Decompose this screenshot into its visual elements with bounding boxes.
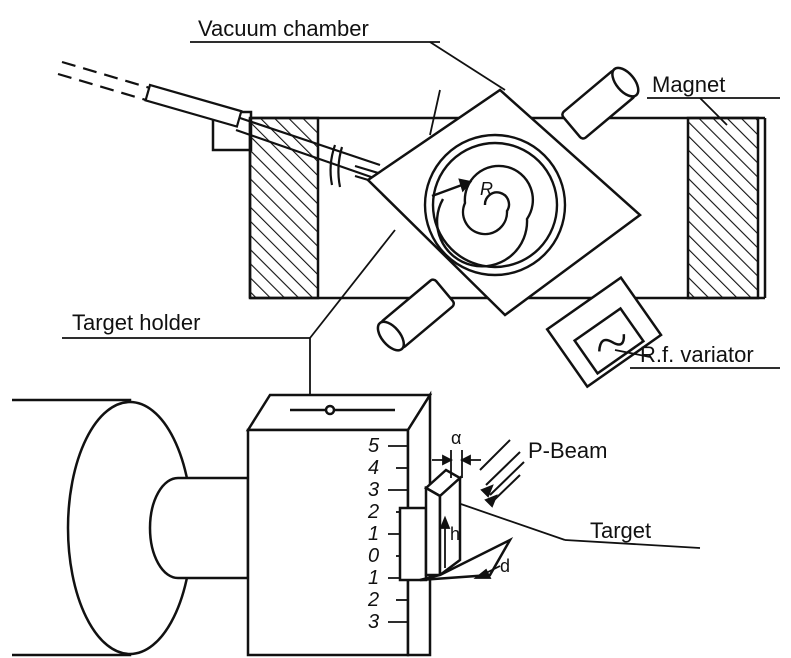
scale-tick-label: 0: [368, 545, 379, 567]
target-slide: [398, 506, 428, 582]
holder-scale: 5 4 3 2 1 0 1 2 3: [367, 435, 380, 633]
target-holder: [12, 390, 514, 657]
scale-tick-label: 2: [367, 589, 379, 611]
label-rf-variator: R.f. variator: [640, 342, 754, 367]
p-beam-arrows: [479, 439, 525, 508]
target-probe: [57, 60, 429, 200]
symbol-height: h: [450, 524, 460, 544]
scale-tick-label: 1: [368, 567, 379, 589]
scale-tick-label: 4: [368, 457, 379, 479]
scale-tick-label: 2: [367, 501, 379, 523]
target-base: [419, 537, 514, 582]
label-vacuum-chamber: Vacuum chamber: [198, 16, 369, 41]
scale-tick-label: 3: [368, 479, 379, 501]
rf-variator-box: [545, 275, 663, 389]
holder-block-top: [245, 393, 433, 432]
leader-lines: [62, 41, 780, 549]
scale-tick-label: 1: [368, 523, 379, 545]
chamber-body: [366, 88, 642, 317]
magnet-pole-right: [686, 116, 760, 300]
holder-block-front: [246, 428, 410, 657]
scale-tick-label: 3: [368, 611, 379, 633]
dimension-marks: [432, 450, 501, 579]
beam-spiral: [423, 133, 567, 277]
label-target: Target: [590, 518, 651, 543]
symbol-radius: R: [480, 179, 493, 199]
vacuum-chamber: [366, 66, 663, 389]
target-plate-front: [424, 485, 442, 577]
label-magnet: Magnet: [652, 72, 725, 97]
label-target-holder: Target holder: [72, 310, 200, 335]
scale-tick-label: 5: [368, 435, 380, 457]
magnet-pole-left: [248, 116, 320, 300]
symbol-alpha: α: [451, 428, 461, 448]
magnet-assembly: [211, 110, 767, 300]
label-p-beam: P-Beam: [528, 438, 607, 463]
symbol-depth: d: [500, 556, 510, 576]
